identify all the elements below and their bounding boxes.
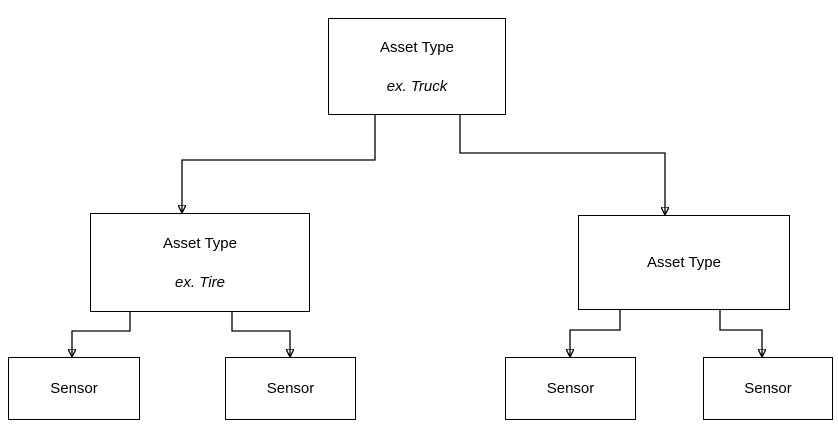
node-title: Sensor [744, 380, 792, 397]
node-sensor-3: Sensor [505, 357, 636, 420]
connector-root-to-right-child [459, 115, 665, 215]
node-sensor-1: Sensor [8, 357, 140, 420]
connector-right-child-to-sensor-3 [570, 310, 621, 357]
node-title: Sensor [546, 380, 595, 397]
node-title: Asset Type [163, 234, 237, 252]
node-title: Asset Type [380, 38, 454, 56]
connector-right-child-to-sensor-4 [719, 310, 762, 357]
node-sensor-2: Sensor [225, 357, 356, 420]
connector-root-to-left-child [182, 115, 376, 213]
node-asset-type-left: Asset Type ex. Tire [90, 213, 310, 312]
node-title: Asset Type [647, 254, 721, 271]
node-title: Sensor [50, 380, 98, 397]
node-sensor-4: Sensor [703, 357, 833, 420]
node-subtitle: ex. Truck [386, 77, 448, 95]
node-title: Sensor [266, 380, 315, 397]
connector-left-child-to-sensor-1 [72, 312, 131, 357]
connector-left-child-to-sensor-2 [231, 312, 290, 357]
node-asset-type-root: Asset Type ex. Truck [328, 18, 506, 115]
node-asset-type-right: Asset Type [578, 215, 790, 310]
node-subtitle: ex. Tire [175, 273, 225, 291]
